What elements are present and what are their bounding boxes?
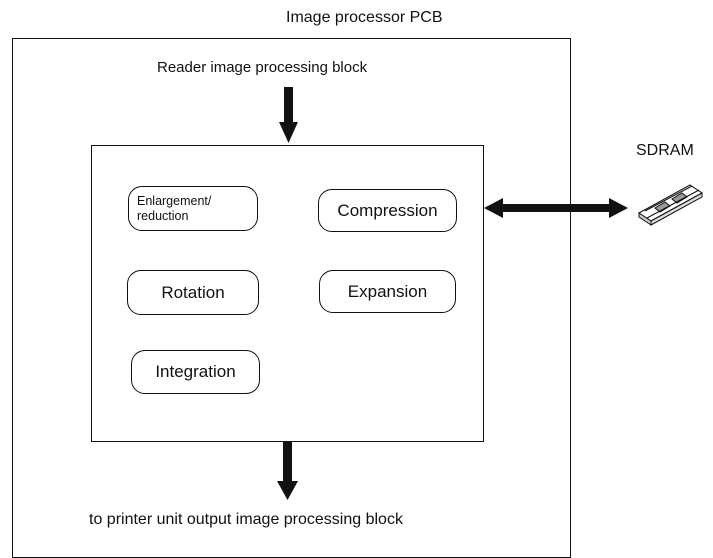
integration-node: Integration xyxy=(131,350,260,394)
rotation-node: Rotation xyxy=(127,270,259,315)
input-label: Reader image processing block xyxy=(157,59,368,76)
compression-node: Compression xyxy=(318,189,457,232)
sdram-module-icon xyxy=(638,184,703,226)
pcb-title: Image processor PCB xyxy=(286,9,443,26)
output-arrow xyxy=(277,442,298,500)
enlargement-reduction-node: Enlargement/ reduction xyxy=(128,186,258,231)
output-label: to printer unit output image processing … xyxy=(89,511,403,528)
sdram-label: SDRAM xyxy=(636,142,694,159)
diagram-connectors xyxy=(277,87,703,500)
input-arrow xyxy=(279,87,298,143)
sdram-bidirectional-arrow xyxy=(484,198,628,218)
expansion-node: Expansion xyxy=(319,270,456,313)
